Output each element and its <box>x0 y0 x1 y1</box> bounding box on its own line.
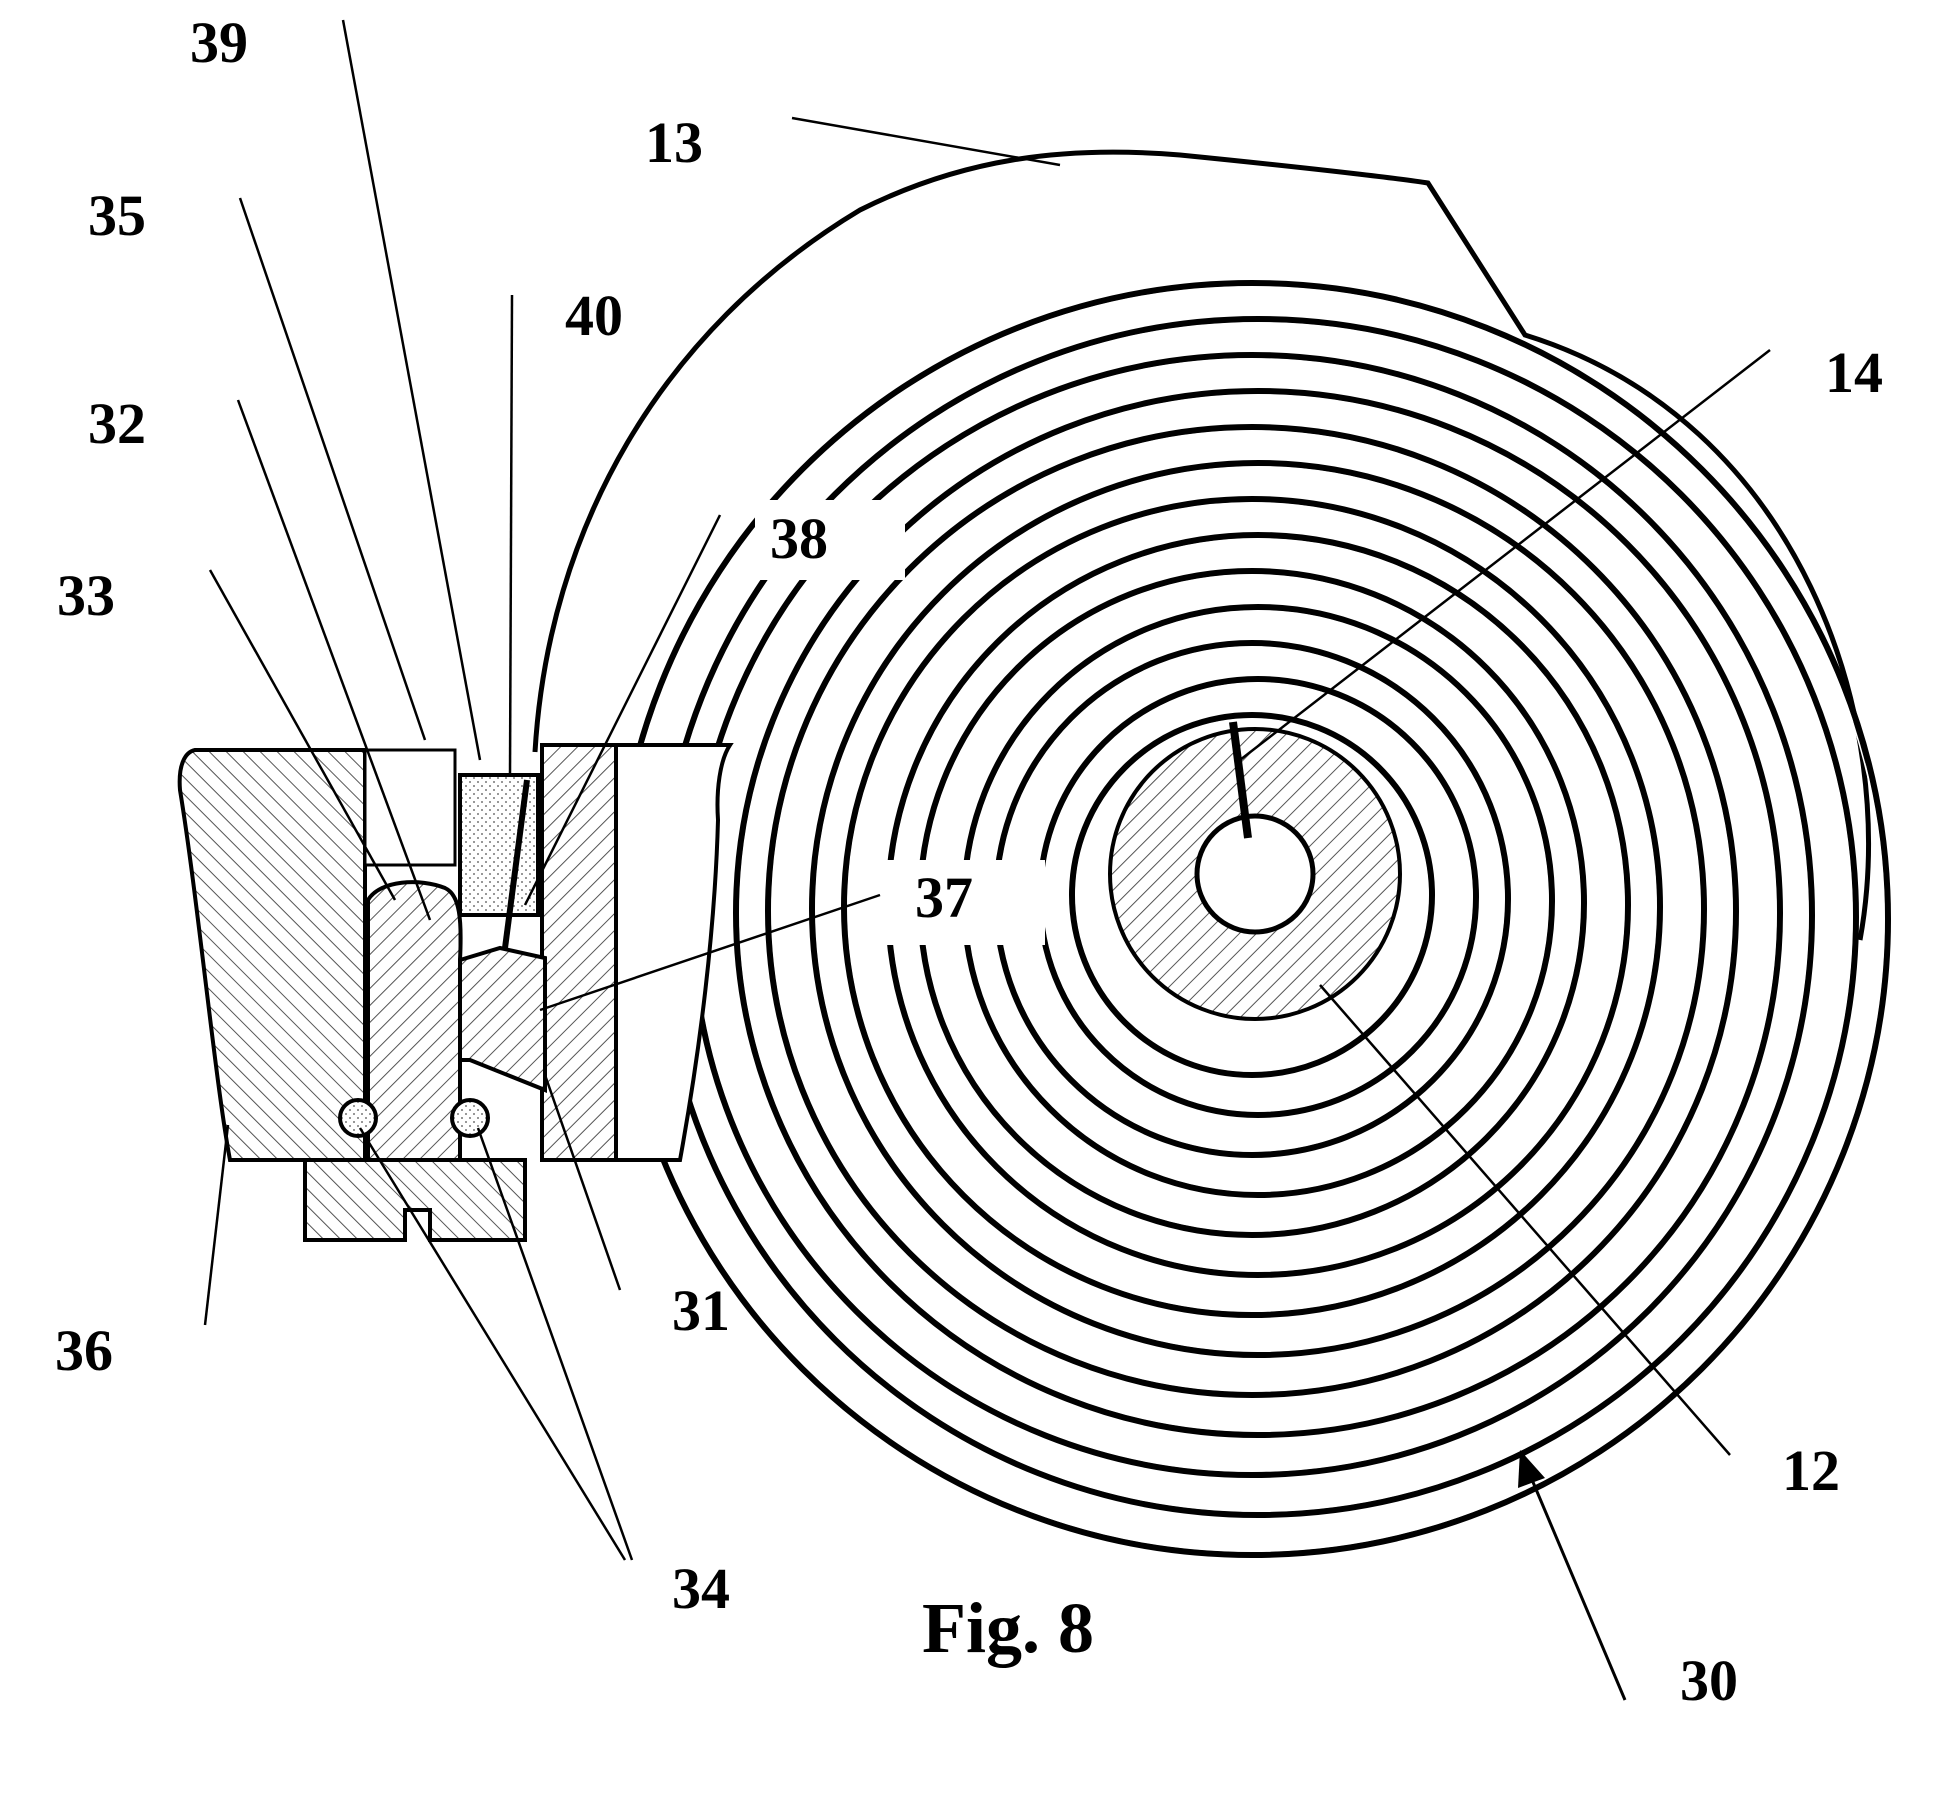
adjusting-screw <box>368 882 461 1160</box>
ball-right <box>452 1100 488 1136</box>
label-37: 37 <box>915 865 973 930</box>
arrow-30 <box>1518 1450 1625 1700</box>
label-35: 35 <box>88 183 146 248</box>
pressure-plate <box>180 750 365 1160</box>
label-31: 31 <box>672 1278 730 1343</box>
label-39: 39 <box>190 10 248 75</box>
arbor-bore <box>1197 816 1313 932</box>
label-30: 30 <box>1680 1648 1738 1713</box>
label-12: 12 <box>1782 1438 1840 1503</box>
label-34: 34 <box>672 1556 730 1621</box>
ball-left <box>340 1100 376 1136</box>
label-14: 14 <box>1825 340 1883 405</box>
label-33: 33 <box>57 563 115 628</box>
label-32: 32 <box>88 391 146 456</box>
label-13: 13 <box>645 110 703 175</box>
label-38: 38 <box>770 506 828 571</box>
figure-caption: Fig. 8 <box>922 1588 1094 1668</box>
label-36: 36 <box>55 1318 113 1383</box>
label-40: 40 <box>565 283 623 348</box>
clamp-jaw <box>460 948 545 1090</box>
cavity <box>365 750 455 865</box>
screw-head <box>305 1160 525 1240</box>
